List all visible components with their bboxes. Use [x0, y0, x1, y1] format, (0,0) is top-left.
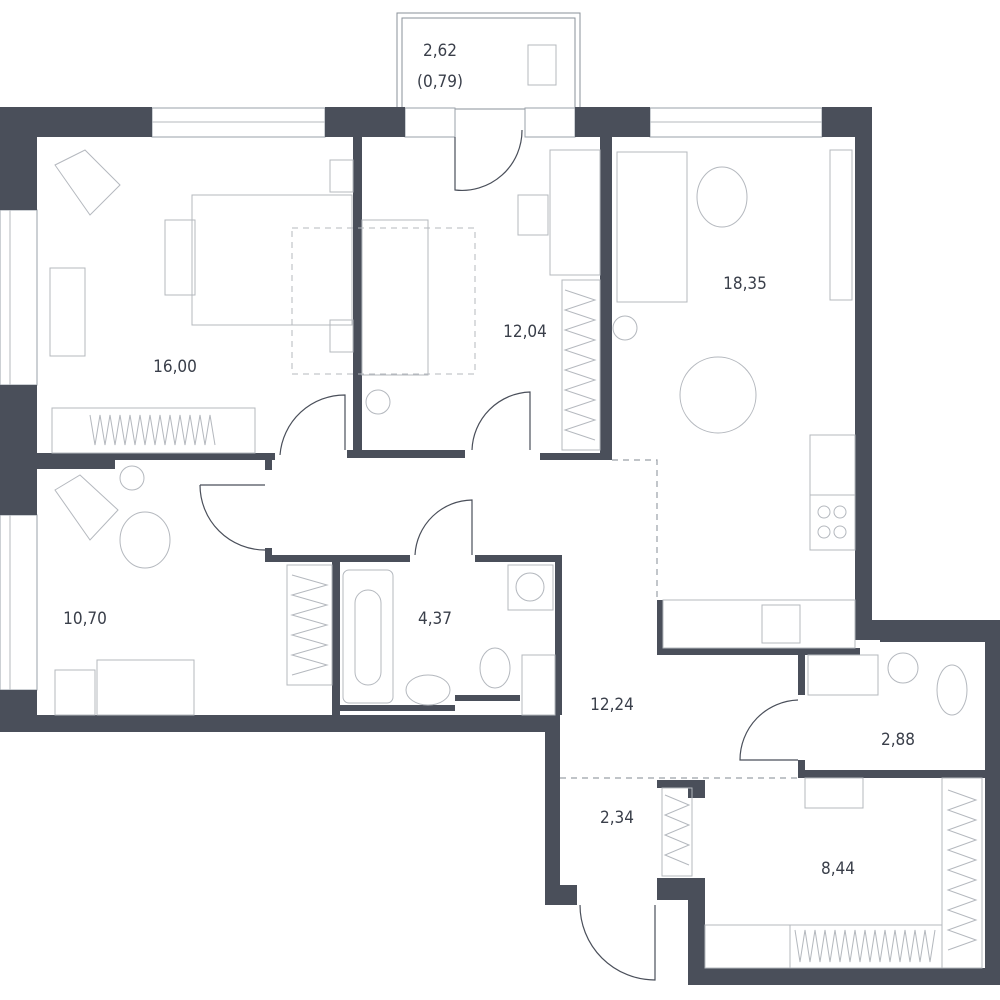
fridge — [809, 434, 856, 496]
kitchen-counter — [662, 599, 856, 649]
wc-area: 2,88 — [881, 730, 915, 750]
bathroom-area: 4,37 — [418, 609, 452, 629]
hallway-area: 12,24 — [590, 695, 634, 715]
sink — [761, 604, 801, 644]
balcony — [396, 12, 581, 110]
nightstand — [54, 669, 96, 716]
walls — [0, 107, 1000, 985]
bench — [164, 219, 196, 296]
sink — [405, 674, 451, 706]
nightstand — [329, 159, 354, 193]
desk — [49, 267, 86, 357]
wardrobe — [704, 924, 943, 969]
hob — [809, 494, 856, 551]
armchair — [54, 149, 121, 216]
balcony-area: 2,62 — [423, 41, 457, 61]
dressing-room-area: 8,44 — [821, 859, 855, 879]
shelf — [521, 654, 556, 716]
entrance-area: 2,34 — [600, 808, 634, 828]
sink — [887, 652, 919, 684]
sofa — [361, 219, 429, 376]
toilet — [479, 647, 511, 689]
child-bed — [96, 659, 195, 716]
room-middle-area: 12,04 — [503, 322, 547, 342]
coffee-table — [696, 166, 748, 228]
wardrobe — [941, 777, 983, 969]
washing-machine — [507, 564, 554, 611]
furniture — [49, 149, 983, 969]
living-kitchen-area: 18,35 — [723, 274, 767, 294]
wardrobe — [286, 564, 333, 686]
wardrobe — [561, 279, 601, 451]
chair — [517, 194, 549, 236]
balcony-area-reduced: (0,79) — [417, 72, 463, 92]
doors — [199, 129, 799, 981]
area-labels: 2,62 (0,79) 16,00 12,04 18,35 10,70 4,37… — [63, 41, 915, 879]
bedroom-area: 16,00 — [153, 357, 197, 377]
toilet — [936, 664, 968, 716]
wardrobe — [51, 407, 256, 454]
windows — [0, 107, 823, 691]
desk — [549, 149, 601, 276]
rug — [119, 511, 171, 569]
ottoman — [804, 777, 864, 809]
zone-lines — [291, 227, 800, 779]
tv-stand — [829, 149, 853, 301]
dining-table — [679, 356, 757, 434]
sofa — [616, 151, 688, 303]
bed — [191, 194, 353, 326]
wardrobe — [661, 787, 693, 877]
armchair — [54, 474, 119, 541]
nightstand — [329, 319, 354, 353]
bathtub — [342, 569, 394, 704]
washing-machine — [807, 654, 879, 696]
kids-room-area: 10,70 — [63, 609, 107, 629]
